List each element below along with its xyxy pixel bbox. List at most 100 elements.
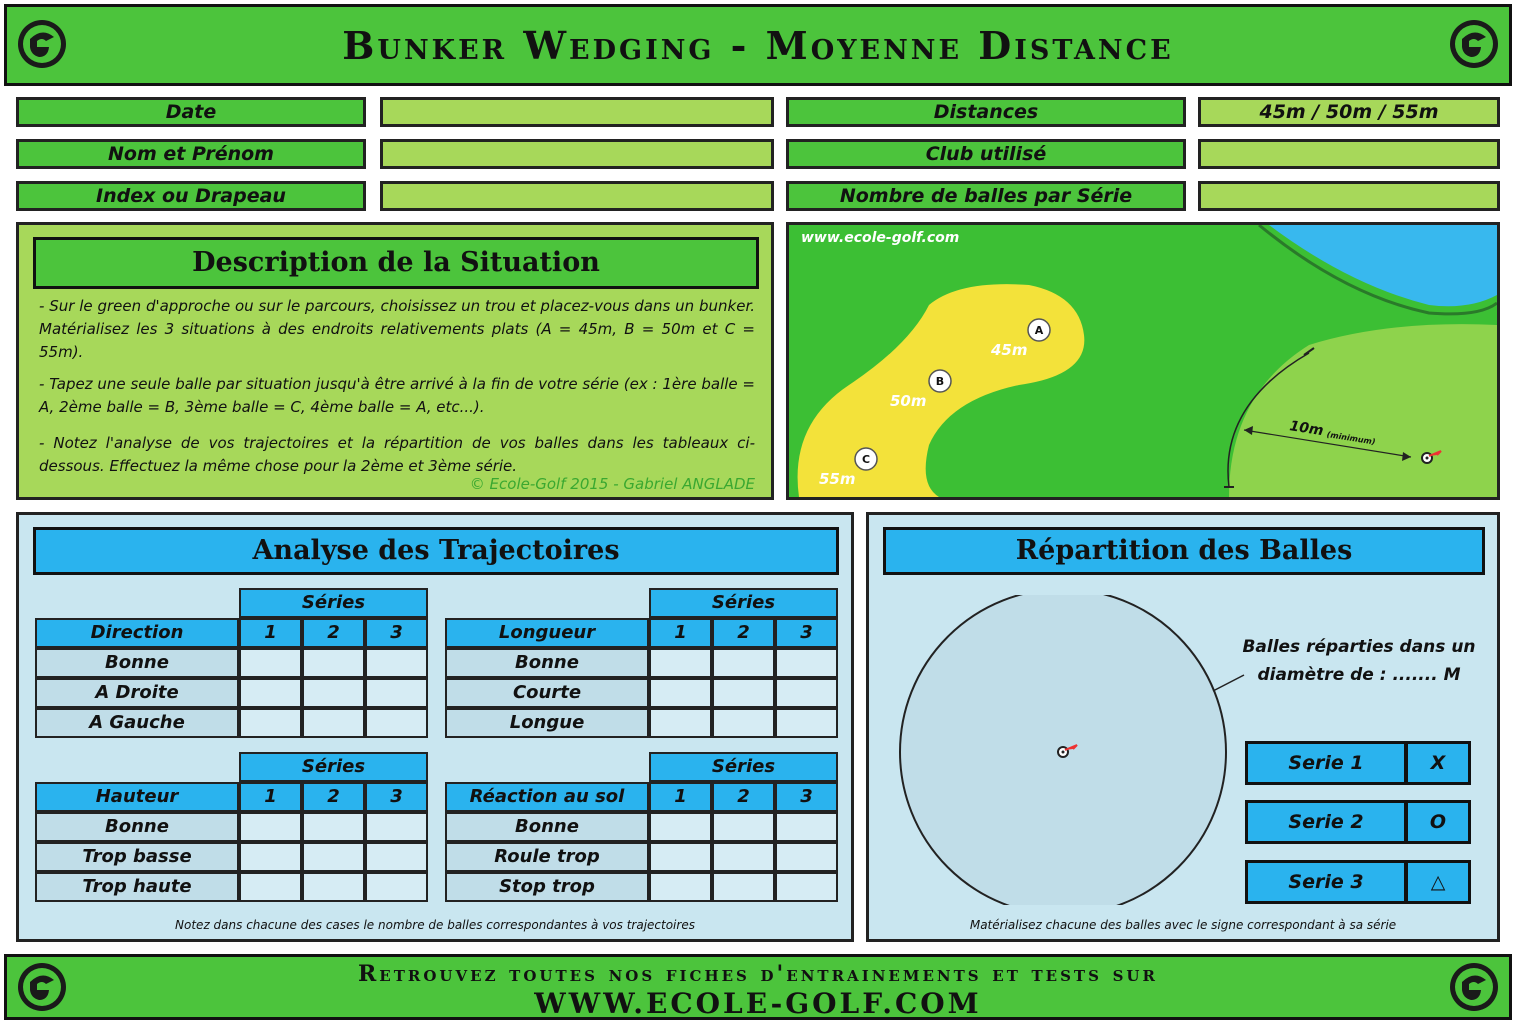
series-number: 2	[712, 782, 775, 812]
balls-per-series-field[interactable]	[1198, 181, 1500, 211]
description-title: Description de la Situation	[33, 237, 759, 289]
ecole-golf-logo-icon	[18, 20, 66, 68]
table-row-label: Bonne	[445, 812, 649, 842]
distances-label: Distances	[786, 97, 1186, 127]
description-paragraph: - Sur le green d'approche ou sur le parc…	[39, 297, 755, 361]
table-entry-cell[interactable]	[712, 648, 775, 678]
table-entry-cell[interactable]	[365, 842, 428, 872]
table-entry-cell[interactable]	[239, 648, 302, 678]
table-entry-cell[interactable]	[365, 708, 428, 738]
table-entry-cell[interactable]	[302, 648, 365, 678]
table-entry-cell[interactable]	[649, 872, 712, 902]
table-entry-cell[interactable]	[302, 708, 365, 738]
distance-b-label: 50m	[890, 392, 927, 410]
table-entry-cell[interactable]	[712, 812, 775, 842]
table-entry-cell[interactable]	[712, 678, 775, 708]
table-entry-cell[interactable]	[649, 708, 712, 738]
series-number: 1	[649, 618, 712, 648]
club-field[interactable]	[1198, 139, 1500, 169]
distance-c-label: 55m	[819, 470, 856, 488]
table-entry-cell[interactable]	[649, 842, 712, 872]
table-entry-cell[interactable]	[775, 842, 838, 872]
distance-a-label: 45m	[990, 341, 1028, 359]
series-header: Séries	[239, 752, 428, 782]
table-entry-cell[interactable]	[302, 812, 365, 842]
name-label: Nom et Prénom	[16, 139, 366, 169]
table-row-label: Longue	[445, 708, 649, 738]
table-entry-cell[interactable]	[365, 648, 428, 678]
page-title: Bunker Wedging - Moyenne Distance	[342, 23, 1174, 68]
table-entry-cell[interactable]	[712, 872, 775, 902]
index-field[interactable]	[380, 181, 774, 211]
serie-1-label: Serie 1	[1245, 741, 1407, 785]
water-hazard	[1269, 225, 1497, 307]
hole-flag-icon	[1421, 450, 1442, 464]
table-entry-cell[interactable]	[239, 678, 302, 708]
table-entry-cell[interactable]	[775, 678, 838, 708]
table-row-label: Trop haute	[35, 872, 239, 902]
repartition-panel: Répartition des Balles Balles réparties …	[866, 512, 1500, 942]
ecole-golf-logo-icon	[18, 963, 66, 1011]
date-field[interactable]	[380, 97, 774, 127]
series-number: 3	[775, 782, 838, 812]
table-entry-cell[interactable]	[302, 842, 365, 872]
marker-c-label: C	[862, 453, 870, 466]
date-label: Date	[16, 97, 366, 127]
series-header: Séries	[649, 752, 838, 782]
series-number: 3	[775, 618, 838, 648]
table-entry-cell[interactable]	[302, 678, 365, 708]
index-label: Index ou Drapeau	[16, 181, 366, 211]
marker-b	[928, 369, 952, 393]
table-entry-cell[interactable]	[365, 812, 428, 842]
footer-tagline: Retrouvez toutes nos fiches d'entraineme…	[358, 961, 1158, 987]
table-row-label: Roule trop	[445, 842, 649, 872]
footer-bar: Retrouvez toutes nos fiches d'entraineme…	[4, 954, 1512, 1020]
repartition-title: Répartition des Balles	[883, 527, 1485, 575]
table-row-label: Bonne	[445, 648, 649, 678]
table-entry-cell[interactable]	[365, 678, 428, 708]
table-entry-cell[interactable]	[775, 708, 838, 738]
table-entry-cell[interactable]	[239, 708, 302, 738]
table-row-label: A Gauche	[35, 708, 239, 738]
table-entry-cell[interactable]	[239, 842, 302, 872]
table-entry-cell[interactable]	[775, 872, 838, 902]
table-entry-cell[interactable]	[649, 678, 712, 708]
repartition-note: Matérialisez chacune des balles avec le …	[969, 918, 1397, 932]
table-entry-cell[interactable]	[775, 812, 838, 842]
series-number: 1	[649, 782, 712, 812]
table-entry-cell[interactable]	[775, 648, 838, 678]
marker-a	[1027, 318, 1051, 342]
table-header: Longueur	[445, 618, 649, 648]
course-map: A B C 45m 50m 55m www.ecole-golf.com 10m…	[786, 222, 1500, 500]
table-entry-cell[interactable]	[649, 812, 712, 842]
name-field[interactable]	[380, 139, 774, 169]
table-row-label: Bonne	[35, 648, 239, 678]
balles-text-line2: diamètre de : ....... M	[1257, 665, 1461, 685]
distances-value: 45m / 50m / 55m	[1198, 97, 1500, 127]
header-bar: Bunker Wedging - Moyenne Distance	[4, 4, 1512, 86]
serie-2-label: Serie 2	[1245, 800, 1407, 844]
table-entry-cell[interactable]	[302, 872, 365, 902]
description-paragraph: - Tapez une seule balle par situation ju…	[39, 375, 755, 416]
table-entry-cell[interactable]	[712, 842, 775, 872]
club-label: Club utilisé	[786, 139, 1186, 169]
table-entry-cell[interactable]	[239, 812, 302, 842]
table-header: Direction	[35, 618, 239, 648]
table-entry-cell[interactable]	[365, 872, 428, 902]
ecole-golf-logo-icon	[1450, 20, 1498, 68]
footer-website-link[interactable]: WWW.ECOLE-GOLF.COM	[534, 987, 982, 1020]
table-entry-cell[interactable]	[239, 872, 302, 902]
copyright: © Ecole-Golf 2015 - Gabriel ANGLADE	[469, 475, 755, 493]
serie-2-symbol: O	[1405, 800, 1471, 844]
table-entry-cell[interactable]	[712, 708, 775, 738]
table-row-label: Trop basse	[35, 842, 239, 872]
map-url: www.ecole-golf.com	[801, 230, 959, 246]
marker-a-label: A	[1035, 324, 1044, 337]
ecole-golf-logo-icon	[1450, 963, 1498, 1011]
description-paragraph: - Notez l'analyse de vos trajectoires et…	[39, 434, 755, 475]
table-header: Hauteur	[35, 782, 239, 812]
table-entry-cell[interactable]	[649, 648, 712, 678]
series-header: Séries	[649, 588, 838, 618]
serie-3-symbol: △	[1405, 860, 1471, 904]
